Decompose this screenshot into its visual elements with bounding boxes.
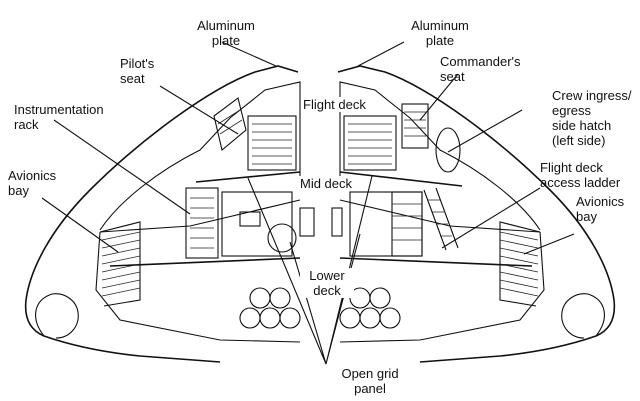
label-avionics-bay-left: Avionics bay	[8, 168, 57, 198]
leader-crew-hatch	[447, 109, 523, 153]
label-avionics-bay-right: Avionics bay	[576, 194, 625, 224]
mid-deck-floor	[109, 257, 533, 267]
right-flight-panels	[343, 103, 429, 171]
leader-aluminum-right	[357, 41, 405, 67]
leader-aluminum-left	[221, 41, 277, 67]
leader-pilots-seat	[159, 85, 239, 135]
label-commanders-seat: Commander's seat	[440, 54, 521, 84]
label-flight-deck-ladder: Flight deck access ladder	[540, 160, 621, 190]
leader-commanders-seat	[419, 73, 459, 121]
right-inner-wall	[339, 81, 541, 231]
label-pilots-seat: Pilot's seat	[120, 56, 155, 86]
label-lower-deck: Lower deck	[300, 268, 354, 298]
outer-hull-right	[337, 65, 616, 363]
left-avionics-stack	[99, 221, 141, 307]
right-mid-lockers	[349, 191, 423, 257]
label-aluminum-plate-right: Aluminum plate	[411, 18, 469, 48]
side-hatch-shape	[435, 127, 461, 173]
label-aluminum-plate-left: Aluminum plate	[197, 18, 255, 48]
label-open-grid-panel: Open grid panel	[341, 366, 399, 396]
leader-avionics-left	[41, 197, 119, 253]
leader-ladder	[441, 187, 541, 249]
access-ladder-shape	[423, 187, 459, 251]
lower-deck-tanks	[239, 287, 401, 329]
right-tip-curve	[561, 293, 605, 339]
left-mid-lockers	[221, 191, 297, 257]
grid-panel-right	[331, 207, 343, 237]
instrumentation-rack-shape	[185, 187, 219, 259]
label-instrumentation-rack: Instrumentation rack	[14, 102, 104, 132]
grid-panel-left	[299, 207, 315, 237]
outer-hull-left	[24, 65, 299, 363]
leader-instrumentation-rack	[53, 119, 191, 215]
leader-avionics-right	[523, 233, 575, 255]
label-flight-deck: Flight deck	[301, 97, 368, 112]
left-lower-shell	[95, 231, 301, 343]
right-floor-line	[339, 199, 541, 233]
left-inner-wall	[99, 81, 301, 231]
leader-grid-panel	[247, 175, 373, 365]
label-crew-hatch: Crew ingress/ egress side hatch (left si…	[552, 88, 632, 148]
left-tip-curve	[35, 293, 79, 339]
left-floor-line	[99, 199, 301, 233]
flight-deck-floor	[195, 171, 463, 187]
right-lower-shell	[339, 231, 545, 343]
left-flight-panels	[213, 97, 297, 171]
right-avionics-stack	[499, 221, 541, 307]
label-mid-deck: Mid deck	[298, 176, 355, 191]
